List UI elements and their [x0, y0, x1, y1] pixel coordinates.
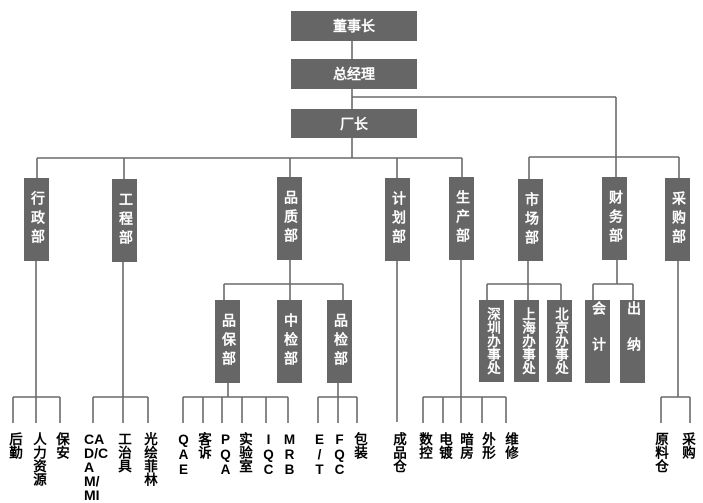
unit-iqc: IQC	[261, 432, 276, 477]
unit-fixtures: 工治具	[116, 432, 131, 473]
node-label: 品保部	[220, 313, 236, 370]
unit-pqa: PQA	[218, 432, 233, 477]
unit-security: 保安	[54, 432, 69, 459]
unit-darkroom: 暗房	[458, 432, 473, 459]
node-label: 董事长	[333, 19, 375, 35]
unit-complaints: 客诉	[196, 432, 211, 459]
node-engineering-dept: 工程部	[112, 179, 137, 262]
node-label: 会计	[590, 300, 606, 373]
node-label: 财务部	[607, 190, 623, 247]
node-label: 厂长	[340, 116, 368, 133]
unit-cnc: 数控	[417, 432, 432, 459]
unit-procurement: 采购	[680, 432, 695, 459]
node-shanghai-office: 上海办事处	[514, 300, 539, 382]
unit-fqc: FQC	[332, 432, 347, 477]
node-general-manager: 总经理	[291, 59, 417, 89]
node-chairman: 董事长	[291, 11, 417, 41]
node-label: 品质部	[282, 190, 298, 247]
node-label: 市场部	[523, 191, 539, 249]
node-label: 工程部	[117, 192, 133, 249]
node-cashier: 出纳	[620, 300, 645, 383]
unit-packaging: 包装	[352, 432, 367, 459]
unit-finished-goods-warehouse: 成品仓	[391, 432, 406, 473]
node-production-dept: 生产部	[449, 177, 474, 260]
node-finance-dept: 财务部	[602, 177, 627, 260]
node-factory-director: 厂长	[291, 109, 417, 138]
node-label: 计划部	[390, 191, 406, 248]
unit-maintenance: 维修	[503, 432, 518, 459]
node-shenzhen-office: 深圳办事处	[479, 300, 504, 382]
node-label: 上海办事处	[519, 307, 535, 375]
node-label: 北京办事处	[552, 307, 568, 375]
unit-logistics: 后勤	[7, 432, 22, 459]
unit-et: E/T	[312, 432, 327, 477]
unit-photoplot-film: 光绘菲林	[142, 432, 157, 486]
node-label: 品检部	[332, 313, 348, 370]
node-mid-inspection-dept: 中检部	[277, 300, 302, 383]
unit-cad-cam-mi: CAD/CAM/MI	[84, 431, 109, 503]
unit-plating: 电镀	[437, 432, 452, 459]
node-label: 中检部	[282, 313, 298, 370]
unit-qae: QAE	[176, 432, 191, 477]
node-quality-dept: 品质部	[277, 177, 302, 260]
unit-raw-material-warehouse: 原料仓	[653, 432, 668, 473]
node-label: 生产部	[454, 190, 470, 247]
node-beijing-office: 北京办事处	[547, 300, 572, 382]
node-marketing-dept: 市场部	[518, 179, 543, 261]
unit-profiling: 外形	[480, 432, 495, 459]
node-label: 采购部	[670, 191, 686, 248]
node-qc-inspection-dept: 品检部	[327, 300, 352, 383]
node-label: 出纳	[625, 300, 641, 373]
node-qa-dept: 品保部	[215, 300, 240, 383]
unit-laboratory: 实验室	[237, 432, 252, 473]
node-label: 深圳办事处	[484, 307, 500, 375]
node-admin-dept: 行政部	[24, 178, 49, 261]
node-planning-dept: 计划部	[385, 178, 410, 261]
node-label: 行政部	[29, 191, 45, 248]
node-accounting: 会计	[585, 300, 610, 383]
node-purchasing-dept: 采购部	[665, 178, 690, 261]
unit-mrb: MRB	[282, 432, 297, 477]
node-label: 总经理	[333, 67, 375, 83]
unit-human-resources: 人力资源	[31, 432, 46, 486]
